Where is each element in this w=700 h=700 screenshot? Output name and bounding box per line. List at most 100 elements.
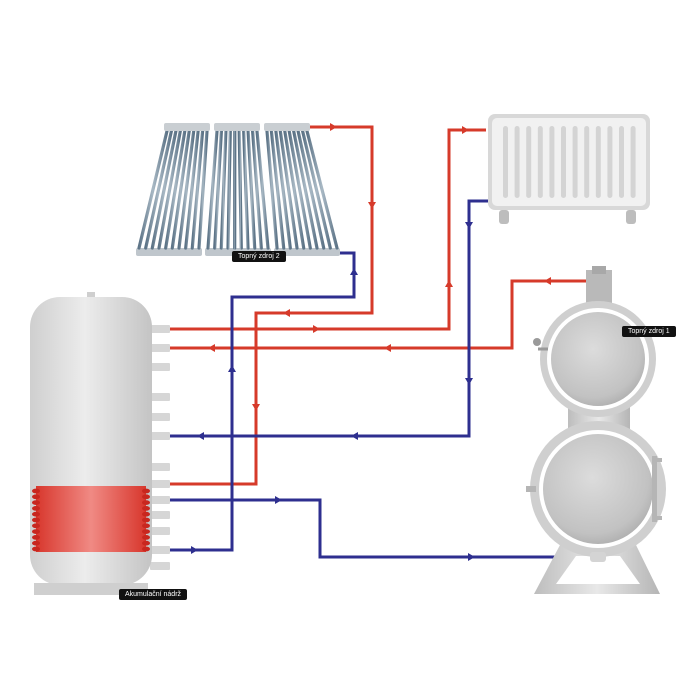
coil-winding [32, 488, 40, 494]
solar-collector-label: Topný zdroj 2 [232, 251, 286, 262]
coil-winding [142, 488, 150, 494]
tank-nozzle [150, 413, 170, 421]
collector-tube [296, 129, 326, 250]
coil-winding [32, 494, 40, 500]
flow-arrow [197, 432, 204, 440]
flow-arrow [313, 325, 320, 333]
solar-collector [136, 123, 340, 256]
collector-tube [197, 129, 209, 250]
collector-tube [237, 129, 243, 250]
collector-tube [150, 129, 178, 250]
collector-tube [301, 129, 332, 250]
collector-tube [287, 129, 312, 250]
coil-winding [32, 535, 40, 540]
collector-tube [251, 129, 263, 250]
boiler [526, 266, 666, 594]
collector-tube [246, 129, 257, 250]
flow-arrow [465, 378, 473, 385]
flow-arrow [208, 344, 215, 352]
coil-winding [32, 517, 40, 523]
flow-arrow [350, 268, 358, 275]
tank-nozzle [150, 546, 170, 554]
collector-tube [137, 129, 169, 250]
coil-winding [32, 506, 40, 511]
flow-arrow [283, 309, 290, 317]
radiator [488, 114, 650, 224]
collector-tube [164, 129, 187, 250]
coil-winding [32, 523, 40, 529]
tank-nozzle [150, 325, 170, 333]
flow-arrow [462, 126, 469, 134]
radiator-fin [572, 126, 578, 198]
collector-tube [305, 129, 339, 250]
flow-arrow [191, 546, 198, 554]
tank-nozzle [150, 562, 170, 570]
collector-tube [278, 129, 299, 250]
coil-winding [32, 511, 40, 517]
coil-winding [32, 529, 40, 534]
tank-nozzle [150, 527, 170, 535]
flow-arrow [228, 365, 236, 372]
pipe-radiator-return [168, 199, 490, 438]
collector-tube [219, 129, 228, 250]
collector-tube [283, 129, 306, 250]
collector-tube [144, 129, 173, 250]
radiator-fin [607, 126, 613, 198]
radiator-fin [514, 126, 520, 198]
coil-winding [142, 494, 150, 500]
collector-tube [242, 129, 250, 250]
tank-label: Akumulační nádrž [119, 589, 188, 600]
radiator-fin [584, 126, 590, 198]
collector-tube [226, 129, 232, 250]
flow-arrow [252, 404, 260, 411]
radiator-fin [549, 126, 555, 198]
collector-tube [255, 129, 270, 250]
flow-arrows [191, 123, 551, 561]
pipe-solar-supply [168, 125, 374, 486]
coil-winding [142, 523, 150, 529]
coil-winding [142, 517, 150, 523]
collector-tube [157, 129, 182, 250]
flow-arrow [465, 222, 473, 229]
flow-arrow [445, 280, 453, 287]
radiator-fin [561, 126, 566, 198]
radiator-fin [537, 126, 543, 198]
collector-tube [269, 129, 286, 250]
tank-nozzle [150, 480, 170, 488]
radiator-fin [630, 126, 636, 198]
coil-winding [32, 500, 40, 505]
collector-tube [177, 129, 196, 250]
collector-tube [213, 129, 223, 250]
collector-tube [184, 129, 200, 250]
flow-arrow [384, 344, 391, 352]
collector-tube [206, 129, 219, 250]
pipe-solar-return [168, 251, 356, 552]
collector-tube [265, 129, 279, 250]
tank-nozzle [150, 511, 170, 519]
flow-arrow [330, 123, 337, 131]
tank-nozzle [150, 363, 170, 371]
coil-winding [142, 529, 150, 534]
coil-winding [32, 546, 40, 552]
coil-winding [32, 540, 40, 546]
tank-nozzle [150, 496, 170, 504]
tank-nozzle [150, 432, 170, 440]
tank-nozzle [150, 344, 170, 352]
tank-nozzle [150, 463, 170, 471]
coil-winding [142, 500, 150, 505]
radiator-fin [503, 126, 508, 198]
boiler-label: Topný zdroj 1 [622, 326, 676, 337]
accumulation-tank [30, 292, 170, 595]
coil-winding [142, 511, 150, 517]
flow-arrow [368, 202, 376, 209]
coil-winding [142, 540, 150, 546]
collector-tube [292, 129, 319, 250]
coil-winding [142, 535, 150, 540]
flow-arrow [468, 553, 475, 561]
collector-tube [170, 129, 191, 250]
flow-arrow [275, 496, 282, 504]
flow-arrow [544, 277, 551, 285]
flow-arrow [351, 432, 358, 440]
radiator-fin [619, 126, 624, 198]
